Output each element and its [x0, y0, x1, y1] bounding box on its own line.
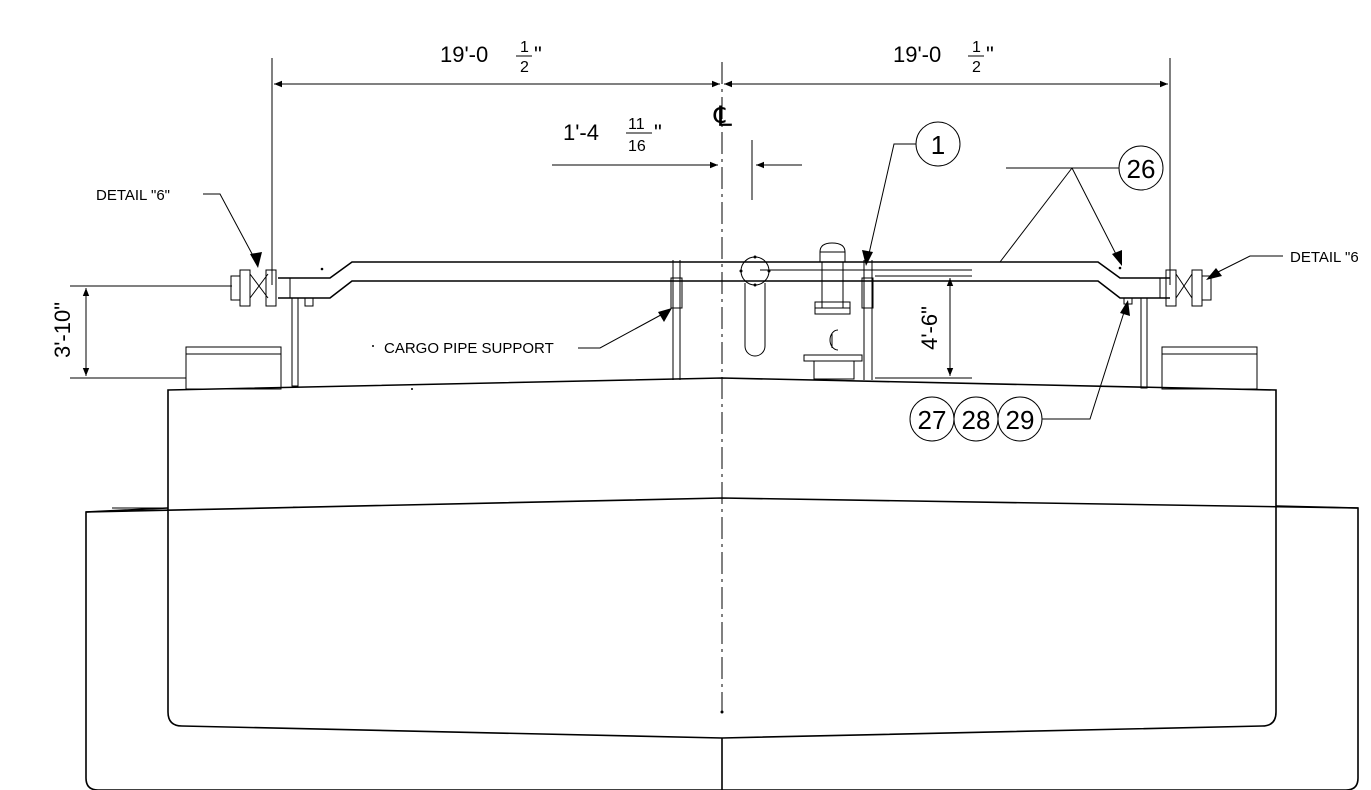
pipe-support-callout: CARGO PIPE SUPPORT	[372, 308, 672, 357]
svg-text:29: 29	[1006, 405, 1035, 435]
callout-1: 1	[862, 121, 961, 266]
svg-text:1: 1	[972, 39, 981, 56]
svg-text:26: 26	[1127, 154, 1156, 184]
svg-text:2: 2	[520, 59, 529, 76]
dim-offset: 1'-4 11 16 "	[552, 116, 802, 200]
svg-text:": "	[654, 120, 662, 145]
dim-left-span: 19'-0 1 2 "	[440, 39, 542, 76]
svg-text:1: 1	[520, 39, 529, 56]
deck-outline	[167, 377, 1277, 739]
svg-text:2: 2	[972, 59, 981, 76]
dim-height-right: 4'-6"	[875, 275, 972, 379]
svg-text:1'-4: 1'-4	[563, 120, 599, 145]
left-valve	[230, 269, 277, 307]
deck-box-right	[1161, 346, 1258, 390]
right-valve	[1165, 269, 1212, 307]
central-equipment	[739, 242, 863, 380]
svg-text:": "	[534, 42, 542, 67]
detail-right-callout: DETAIL "6	[1206, 249, 1359, 280]
svg-text:28: 28	[962, 405, 991, 435]
centerline: ℄	[713, 62, 732, 714]
svg-text:19'-0: 19'-0	[440, 42, 488, 67]
centerline-symbol: ℄	[713, 101, 732, 132]
svg-text:3'-10": 3'-10"	[50, 302, 75, 358]
svg-text:CARGO PIPE SUPPORT: CARGO PIPE SUPPORT	[384, 340, 554, 357]
detail-left-callout: DETAIL "6"	[96, 187, 262, 268]
pipe-supports	[291, 260, 1148, 389]
svg-text:DETAIL "6: DETAIL "6	[1290, 249, 1359, 266]
svg-text:19'-0: 19'-0	[893, 42, 941, 67]
svg-text:16: 16	[628, 138, 646, 155]
lower-hull-outline	[85, 505, 1359, 790]
svg-text:1: 1	[931, 130, 945, 160]
callout-26: 26	[999, 145, 1164, 266]
dim-height-left: 3'-10"	[50, 285, 232, 379]
top-dimensions: 19'-0 1 2 " 19'-0 1 2 " 1'-4 11 16 "	[271, 39, 1171, 285]
svg-text:27: 27	[918, 405, 947, 435]
dim-right-span: 19'-0 1 2 "	[893, 39, 994, 76]
deck-box-left	[185, 346, 282, 390]
callouts-27-28-29: 27 28 29	[909, 300, 1130, 442]
svg-text:4'-6": 4'-6"	[917, 306, 942, 350]
svg-text:11: 11	[628, 116, 645, 133]
svg-text:": "	[986, 42, 994, 67]
svg-text:DETAIL "6": DETAIL "6"	[96, 187, 170, 204]
cargo-pipe	[278, 261, 1170, 307]
